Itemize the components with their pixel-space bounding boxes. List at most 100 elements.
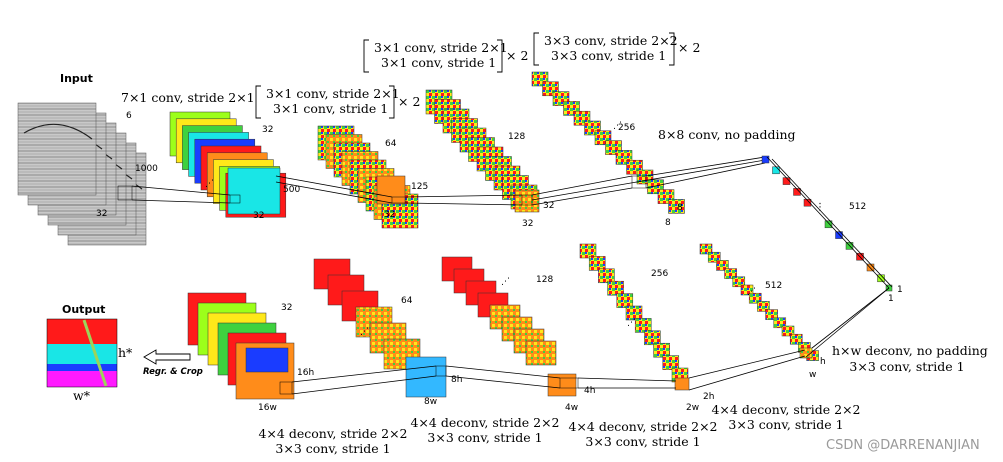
decoder-d2-map — [616, 293, 634, 308]
fc-to-d1-connector — [805, 287, 890, 358]
d2-height: 2h — [703, 392, 715, 402]
output-title: Output — [62, 303, 106, 316]
decoder-d1-map — [781, 325, 795, 337]
l2-to-l3-connector — [405, 194, 523, 198]
output-w-label: w* — [73, 388, 90, 403]
decoder-d2-map — [579, 243, 597, 259]
input-seismic-panel — [17, 102, 97, 196]
layer2-receptive-box — [391, 196, 407, 204]
encoder-layer1-label: 7×1 conv, stride 2×1 — [121, 90, 255, 105]
ellipsis-dots: ⋰ — [747, 287, 756, 297]
decoder-d1-map — [765, 309, 778, 320]
d1-to-d2-connector — [688, 349, 806, 379]
block-c-line2: 3×3 conv, stride 1 — [551, 48, 667, 63]
regr-crop-label: Regr. & Crop — [143, 367, 203, 377]
l2-channels: 64 — [385, 139, 397, 149]
output-h-label: h* — [118, 345, 133, 360]
d3-to-d4-connector — [445, 375, 561, 389]
block-a-line2: 3×1 conv, stride 1 — [273, 101, 389, 116]
ellipsis-dots: ⋰ — [360, 327, 369, 337]
l4-to-fc-connector — [645, 156, 766, 177]
output-layer-cyan — [47, 344, 117, 364]
decoder-d2-front — [674, 377, 690, 391]
l3-to-l4-connector — [531, 175, 633, 196]
decoder-d3-receptive-box — [559, 377, 579, 389]
l3-to-fc-connector — [531, 159, 766, 201]
output-frame — [46, 318, 118, 388]
d1-channels: 512 — [765, 281, 783, 291]
ellipsis-dots: ⋰ — [613, 121, 622, 131]
output-layer-red — [47, 319, 117, 344]
d2-width: 2w — [686, 403, 700, 413]
decoder-c-line1: 4×4 deconv, stride 2×2 — [568, 419, 718, 434]
ellipsis-dots: ⋰ — [205, 179, 214, 189]
l3-height: 32 — [543, 201, 555, 211]
l1-width: 32 — [253, 211, 265, 221]
d4-to-d5-connector — [291, 365, 437, 383]
decoder-d2-map — [625, 305, 643, 321]
fc-unit — [772, 166, 780, 175]
d2-to-d3-connector — [577, 377, 677, 382]
decoder-d2-map — [653, 342, 670, 358]
watermark: CSDN @DARRENANJIAN — [826, 438, 980, 453]
seismic-event-curve — [23, 123, 93, 140]
block-c-line1: 3×3 conv, stride 2×2 — [544, 33, 678, 48]
decoder-a-line2: 3×3 conv, stride 1 — [849, 359, 965, 374]
decoder-d5-blue-region — [245, 347, 289, 373]
decoder-d1-map — [732, 276, 746, 288]
ellipsis-dots: ⋰ — [501, 277, 510, 287]
layer2-front-map — [376, 175, 406, 205]
decoder-d2-map — [607, 280, 624, 296]
decoder-d1-map — [773, 317, 787, 329]
input-receptive-box — [117, 185, 133, 201]
decoder-d1-map — [740, 284, 754, 296]
d2-channels: 256 — [651, 269, 669, 279]
output-layer-magenta — [47, 371, 117, 387]
fc-outline — [766, 156, 890, 289]
block-c-mult: × 2 — [678, 40, 701, 55]
block-a-right-bracket — [389, 85, 395, 119]
decoder-d3-front — [547, 373, 577, 397]
block-a-line1: 3×1 conv, stride 2×1 — [266, 86, 400, 101]
block-b-line2: 3×1 conv, stride 1 — [381, 55, 497, 70]
fc-unit — [793, 188, 801, 196]
layer1-receptive-box — [229, 194, 241, 204]
output-fault-line — [82, 319, 108, 387]
fc-height: 1 — [897, 285, 903, 295]
l1-to-l2-connector — [275, 181, 393, 204]
fc-conv-label: 8×8 conv, no padding — [658, 127, 796, 142]
decoder-d4-receptive-box — [435, 365, 447, 377]
decoder-d2-map — [598, 268, 615, 284]
d3-channels: 128 — [536, 275, 554, 285]
decoder-d1-map — [748, 292, 762, 304]
decoder-d1-map — [789, 333, 803, 345]
decoder-b-line2: 3×3 conv, stride 1 — [728, 417, 844, 432]
input-to-l1-connector — [131, 199, 231, 204]
l1-to-l2-connector — [275, 175, 393, 198]
decoder-d-line1: 4×4 deconv, stride 2×2 — [410, 415, 560, 430]
l2-width: 32 — [384, 210, 396, 220]
decoder-d2-map — [644, 330, 661, 346]
output-layer-blue — [47, 364, 117, 371]
l4-channels: 256 — [618, 123, 636, 133]
d5-channels: 32 — [281, 303, 293, 313]
l4-to-fc-connector — [645, 162, 766, 189]
input-title: Input — [60, 72, 93, 85]
layer1-front-map — [227, 167, 281, 215]
block-c-right-bracket — [669, 32, 675, 66]
ellipsis-dots: ⋰ — [627, 318, 636, 328]
fc-ellipsis: ⋮ — [815, 202, 825, 213]
block-c-left-bracket — [533, 32, 539, 66]
d3-width: 4w — [565, 403, 579, 413]
layer4-feature-map — [668, 199, 685, 214]
l4-width: 8 — [665, 218, 671, 228]
l3-width: 32 — [522, 219, 534, 229]
block-a-left-bracket — [255, 85, 261, 119]
decoder-e-line2: 3×3 conv, stride 1 — [275, 441, 391, 456]
d1-to-d2-connector — [688, 355, 806, 391]
block-b-right-bracket — [497, 39, 503, 73]
d1-height: h — [820, 357, 826, 367]
block-b-left-bracket — [363, 39, 369, 73]
l2-to-l3-connector — [405, 202, 523, 206]
